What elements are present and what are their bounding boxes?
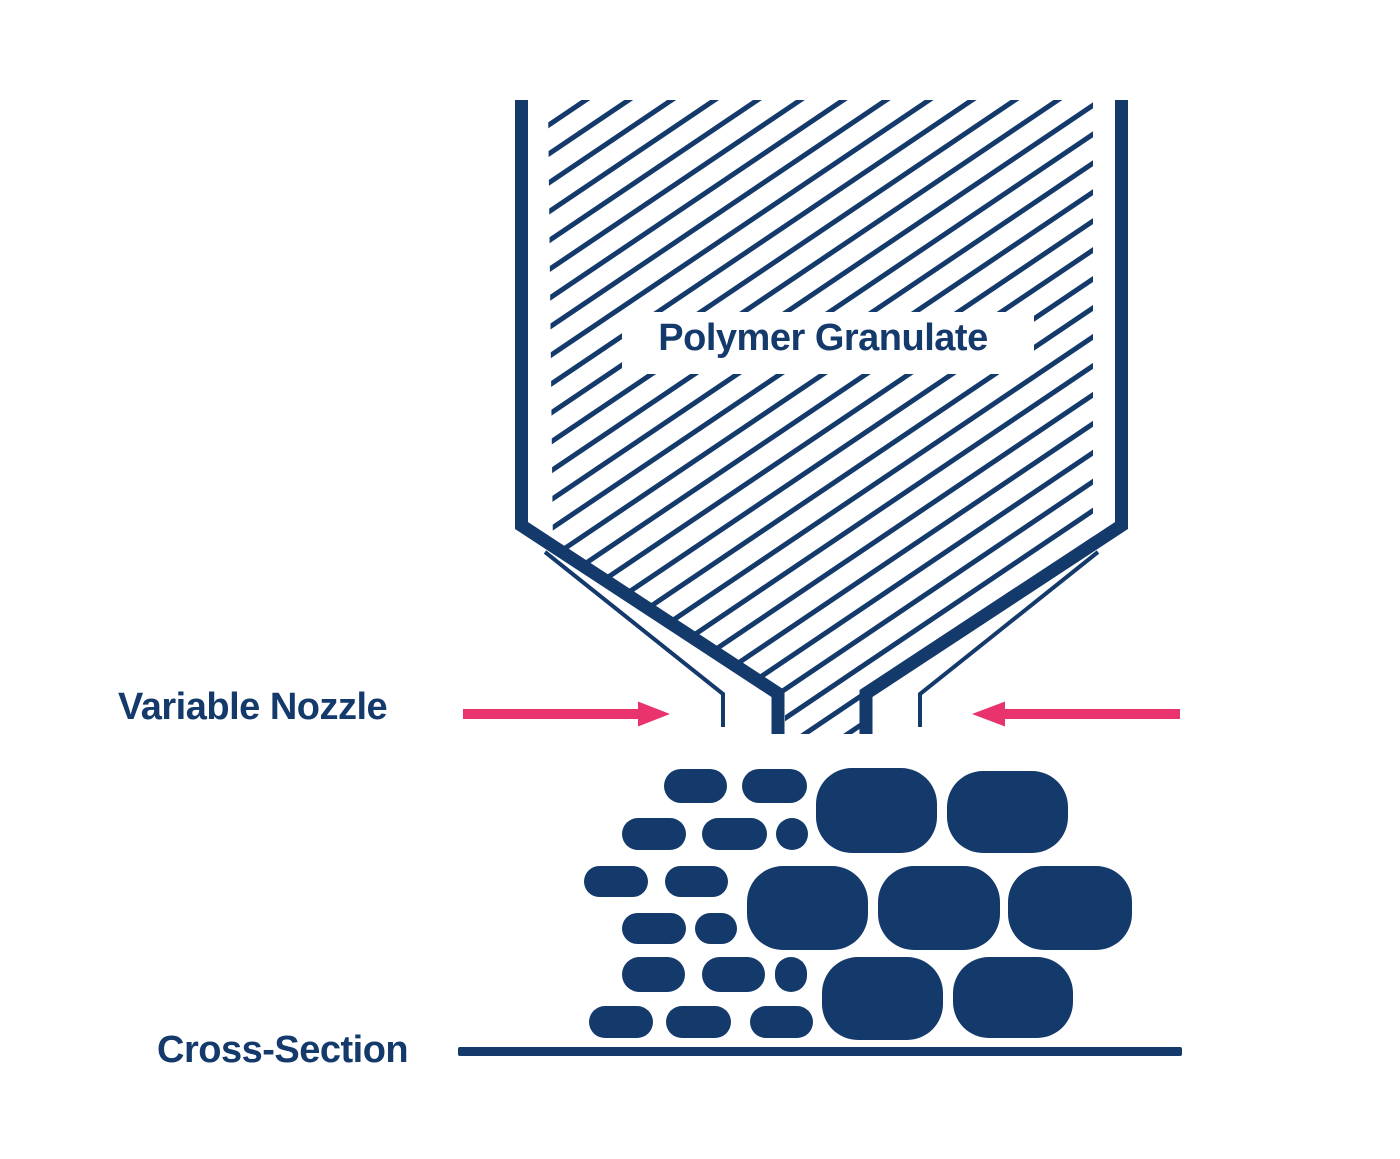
extrudate-blob — [622, 957, 685, 992]
extrudate-blob — [742, 769, 807, 803]
extrudate-blob — [747, 866, 868, 950]
extrudate-blob — [622, 913, 686, 944]
extrudate-blob — [702, 957, 765, 992]
extrudate-blob — [666, 1006, 731, 1038]
hopper-right-wall — [859, 100, 1128, 734]
nozzle-label: Variable Nozzle — [118, 686, 388, 728]
extrudate-blob — [665, 866, 728, 897]
granulate-hatch-fill — [548, 100, 1093, 734]
extrudate-blob — [750, 1006, 813, 1038]
extrudate-blob — [622, 818, 686, 850]
cross-section-label: Cross-Section — [157, 1029, 409, 1071]
extrudate-blob — [702, 818, 767, 850]
extrudate-cross-section — [584, 768, 1132, 1040]
extrudate-blob — [1008, 866, 1132, 950]
cross-section-baseline — [458, 1047, 1182, 1056]
extrudate-blob — [953, 957, 1073, 1038]
extrudate-blob — [947, 771, 1068, 853]
extrudate-blob — [584, 866, 648, 897]
extrudate-blob — [878, 866, 1000, 950]
extrudate-blob — [822, 957, 943, 1040]
nozzle-left-outer-wall — [543, 550, 725, 727]
extrudate-blob — [664, 769, 727, 803]
hopper-label-backdrop — [622, 312, 1034, 374]
extrudate-blob — [589, 1006, 653, 1038]
nozzle-right-outer-wall — [918, 550, 1100, 727]
hopper-left-wall — [515, 100, 785, 734]
extrudate-blob — [816, 768, 937, 853]
hopper-label: Polymer Granulate — [658, 317, 988, 359]
extrudate-blob — [775, 957, 807, 992]
extrudate-blob — [776, 818, 808, 850]
nozzle-arrow-right-icon — [972, 701, 1180, 727]
extrudate-blob — [695, 913, 737, 944]
nozzle-arrow-left-icon — [463, 701, 670, 727]
